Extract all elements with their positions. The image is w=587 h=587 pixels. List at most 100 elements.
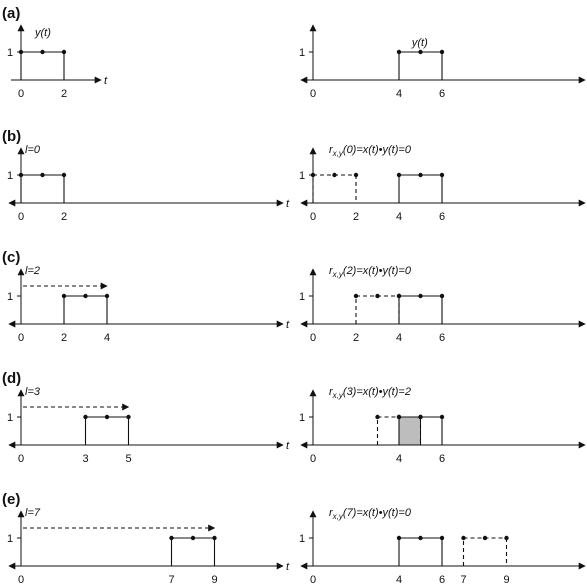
x-tick-label: 0 — [310, 332, 316, 344]
panel-a: (a) t 1 0 2 y(t)t 1 0 4 6 y(t) — [2, 5, 586, 100]
x-axis-name: t — [286, 561, 290, 573]
panel-label: (b) — [2, 128, 21, 145]
y-tick-label: 1 — [7, 412, 13, 424]
annotation-sub: x,y — [332, 149, 344, 158]
annotation-text: rx,y(7)=x(t)•y(t)=0 — [329, 507, 412, 521]
x-tick-label: 4 — [396, 332, 402, 344]
x-tick-label: 2 — [61, 211, 67, 223]
right-plot: t10246rx,y(0)=x(t)•y(t)=0 — [299, 144, 586, 223]
x-tick-label: 9 — [211, 574, 217, 586]
annotation-text: rx,y(3)=x(t)•y(t)=2 — [329, 386, 411, 400]
annotation-main: y(t) — [34, 27, 51, 39]
annotation-text: l=7 — [25, 507, 41, 519]
x-axis-name: t — [104, 75, 108, 87]
panel-label: (a) — [2, 5, 20, 22]
x-tick-label: 4 — [396, 574, 402, 586]
left-plot: t 1 0 2 4 l=2 — [7, 265, 290, 344]
right-plot: t10246rx,y(2)=x(t)•y(t)=0 — [299, 265, 586, 344]
y-tick-label: 1 — [299, 170, 305, 182]
pulse — [396, 414, 445, 445]
x-tick-label: 0 — [18, 88, 24, 100]
y-tick-label: 1 — [7, 170, 13, 182]
x-tick-label: 4 — [104, 332, 110, 344]
y-tick-label: 1 — [7, 291, 13, 303]
x-tick-label: 6 — [439, 453, 445, 465]
x-tick-label: 0 — [18, 332, 24, 344]
x-tick-label: 0 — [310, 453, 316, 465]
right-plot: t1046rx,y(3)=x(t)•y(t)=2 — [299, 386, 586, 465]
x-tick-label: 3 — [82, 453, 88, 465]
annotation-main: r — [329, 386, 334, 398]
x-tick-label: 0 — [18, 574, 24, 586]
x-axis-name: t — [286, 198, 290, 210]
x-tick-label: 0 — [18, 211, 24, 223]
panel-label: (c) — [2, 249, 20, 266]
x-tick-label: 4 — [396, 453, 402, 465]
y-tick-label: 1 — [7, 47, 13, 59]
x-tick-label: 2 — [353, 211, 359, 223]
annotation-text: rx,y(2)=x(t)•y(t)=0 — [329, 265, 412, 279]
y-tick-label: 1 — [299, 412, 305, 424]
shifted-pulse — [310, 172, 359, 203]
annotation-text: y(t) — [411, 37, 428, 49]
x-tick-label: 0 — [310, 211, 316, 223]
panel-label: (d) — [2, 370, 21, 387]
x-tick-label: 2 — [353, 332, 359, 344]
right-plot: t1046y(t) — [299, 24, 586, 100]
x-axis-name: t — [286, 319, 290, 331]
annotation-rest: (7)=x(t)•y(t)=0 — [343, 507, 412, 519]
x-tick-label: 0 — [18, 453, 24, 465]
x-tick-label: 6 — [439, 332, 445, 344]
annotation-main: r — [329, 507, 334, 519]
pulse — [18, 49, 67, 80]
pulse — [61, 293, 110, 324]
pulse — [396, 49, 445, 80]
shifted-pulse — [461, 535, 509, 566]
annotation-sub: x,y — [332, 391, 344, 400]
annotation-main: l=2 — [25, 265, 40, 277]
annotation-main: r — [329, 144, 334, 156]
x-tick-label: 7 — [460, 574, 466, 586]
annotation-text: l=3 — [25, 386, 41, 398]
pulse — [169, 535, 217, 566]
x-tick-label: 0 — [310, 88, 316, 100]
x-tick-label: 2 — [61, 88, 67, 100]
annotation-text: l=2 — [25, 265, 40, 277]
x-tick-label: 6 — [439, 574, 445, 586]
left-plot: t 1 0 2 y(t) — [7, 24, 108, 100]
pulse — [83, 414, 131, 445]
annotation-rest: (0)=x(t)•y(t)=0 — [343, 144, 412, 156]
y-tick-label: 1 — [299, 47, 305, 59]
annotation-rest: (2)=x(t)•y(t)=0 — [343, 265, 412, 277]
y-tick-label: 1 — [299, 291, 305, 303]
panel-label: (e) — [2, 491, 20, 508]
x-tick-label: 5 — [125, 453, 131, 465]
x-tick-label: 7 — [168, 574, 174, 586]
x-tick-label: 4 — [396, 88, 402, 100]
pulse — [396, 535, 445, 566]
pulse — [396, 293, 445, 324]
panel-c: (c)t 1 0 2 4 l=2t 1 0 2 4 6 rx,y(2)=x(t)•y(t)=0 — [2, 249, 586, 344]
annotation-main: l=3 — [25, 386, 41, 398]
annotation-text: y(t) — [34, 27, 51, 39]
annotation-main: l=7 — [25, 507, 41, 519]
annotation-sub: x,y — [332, 512, 344, 521]
annotation-main: y(t) — [411, 37, 428, 49]
x-tick-label: 6 — [439, 211, 445, 223]
annotation-text: l=0 — [25, 144, 41, 156]
annotation-main: l=0 — [25, 144, 41, 156]
right-plot: t104679rx,y(7)=x(t)•y(t)=0 — [299, 507, 586, 586]
x-tick-label: 2 — [61, 332, 67, 344]
pulse — [396, 172, 445, 203]
x-tick-label: 6 — [439, 88, 445, 100]
annotation-rest: (3)=x(t)•y(t)=2 — [343, 386, 411, 398]
pulse — [18, 172, 67, 203]
annotation-sub: x,y — [332, 270, 344, 279]
shifted-pulse — [353, 293, 402, 324]
